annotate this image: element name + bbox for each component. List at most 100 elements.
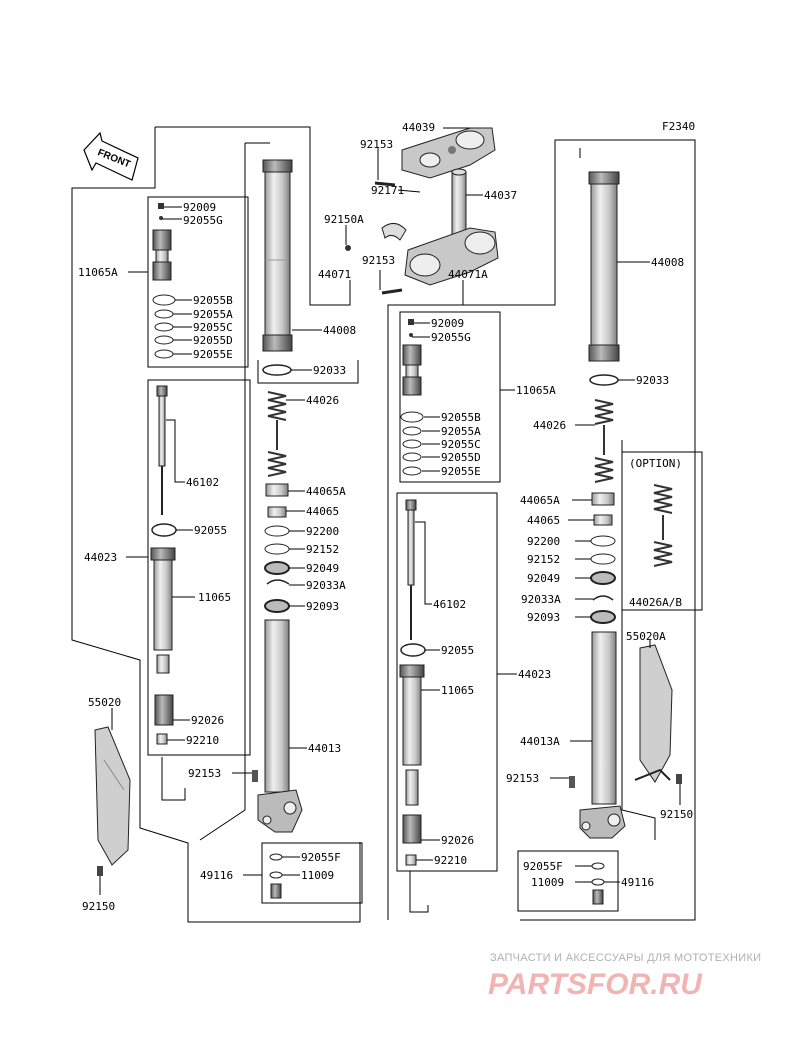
label-left-44065: 44065 [306, 505, 339, 518]
label-right-49116: 49116 [621, 876, 654, 889]
label-left-11065: 11065 [198, 591, 231, 604]
left-cartridge-top [152, 203, 172, 281]
right-outer-tube [588, 171, 620, 362]
label-left-92055d: 92055D [193, 334, 233, 347]
label-left-11065a: 11065A [78, 266, 118, 279]
left-outer-tube [262, 159, 293, 352]
option-spring [653, 484, 673, 567]
label-right-11009: 11009 [531, 876, 564, 889]
right-bottom-bolt [591, 862, 605, 905]
label-left-92055a: 92055A [193, 308, 233, 321]
label-left-92055e: 92055E [193, 348, 233, 361]
label-right-92055c: 92055C [441, 438, 481, 451]
steering-stem [451, 168, 467, 243]
label-left-44008: 44008 [323, 324, 356, 337]
right-fork-guard [634, 644, 682, 784]
label-right-92055: 92055 [441, 644, 474, 657]
label-right-92055b: 92055B [441, 411, 481, 424]
label-right-92200: 92200 [527, 535, 560, 548]
label-left-92055b: 92055B [193, 294, 233, 307]
label-left-92152: 92152 [306, 543, 339, 556]
right-inner-tube [569, 631, 626, 839]
label-left-49116: 49116 [200, 869, 233, 882]
left-fork-guard [94, 726, 131, 876]
label-right-92026: 92026 [441, 834, 474, 847]
label-92153-clamp-bottom: 92153 [362, 254, 395, 267]
label-left-92150: 92150 [82, 900, 115, 913]
watermark: ЗАПЧАСТИ И АКСЕССУАРЫ ДЛЯ МОТОТЕХНИКИ PA… [488, 952, 761, 1001]
label-right-44008: 44008 [651, 256, 684, 269]
label-92153-clamp-top: 92153 [360, 138, 393, 151]
label-right-44023: 44023 [518, 668, 551, 681]
label-right-92055d: 92055D [441, 451, 481, 464]
label-44037: 44037 [484, 189, 517, 202]
right-cartridge-top [402, 319, 422, 396]
label-right-11065: 11065 [441, 684, 474, 697]
label-92171: 92171 [371, 184, 404, 197]
label-44071: 44071 [318, 268, 351, 281]
watermark-caption: ЗАПЧАСТИ И АКСЕССУАРЫ ДЛЯ МОТОТЕХНИКИ [490, 952, 761, 964]
left-inner-tube [252, 619, 303, 833]
label-92150a: 92150A [324, 213, 364, 226]
right-cartridge-rod [399, 499, 426, 866]
label-left-92200: 92200 [306, 525, 339, 538]
label-left-44026: 44026 [306, 394, 339, 407]
label-left-46102: 46102 [186, 476, 219, 489]
label-right-44065a: 44065A [520, 494, 560, 507]
label-right-92033: 92033 [636, 374, 669, 387]
label-left-92049: 92049 [306, 562, 339, 575]
label-left-92009: 92009 [183, 201, 216, 214]
label-right-92055f: 92055F [523, 860, 563, 873]
label-left-92055f: 92055F [301, 851, 341, 864]
label-left-44013: 44013 [308, 742, 341, 755]
right-fork-spring [594, 399, 614, 483]
label-right-92055a: 92055A [441, 425, 481, 438]
leader-lines [99, 127, 681, 895]
label-right-92093: 92093 [527, 611, 560, 624]
group-boundaries [71, 126, 703, 923]
label-right-92009: 92009 [431, 317, 464, 330]
right-oil-seal-ring [589, 374, 619, 386]
label-left-92026: 92026 [191, 714, 224, 727]
label-right-92210: 92210 [434, 854, 467, 867]
lower-triple-clamp [404, 227, 499, 286]
label-right-92033a: 92033A [521, 593, 561, 606]
left-bottom-bolt [269, 853, 283, 899]
label-right-44026ab: 44026A/B [629, 596, 682, 609]
diagram-code: F2340 [662, 120, 695, 133]
left-oil-seal-ring [262, 364, 292, 376]
label-44071a: 44071A [448, 268, 488, 281]
left-orings-a [152, 294, 176, 359]
label-44039: 44039 [402, 121, 435, 134]
label-right-92049: 92049 [527, 572, 560, 585]
label-left-44065a: 44065A [306, 485, 346, 498]
label-left-92153: 92153 [188, 767, 221, 780]
label-left-92055: 92055 [194, 524, 227, 537]
upper-triple-clamp [401, 127, 496, 179]
part-labels: 44039 92153 92171 44037 92150A 92153 440… [78, 121, 693, 913]
label-right-55020a: 55020A [626, 630, 666, 643]
label-right-92150: 92150 [660, 808, 693, 821]
label-left-44023: 44023 [84, 551, 117, 564]
label-left-92033a: 92033A [306, 579, 346, 592]
label-right-44065: 44065 [527, 514, 560, 527]
label-right-44026: 44026 [533, 419, 566, 432]
right-seal-stack [590, 492, 616, 624]
left-seal-stack [264, 483, 290, 613]
left-fork-spring [267, 391, 287, 477]
label-right-11065a: 11065A [516, 384, 556, 397]
label-right-44013a: 44013A [520, 735, 560, 748]
label-left-92210: 92210 [186, 734, 219, 747]
front-arrow-icon: FRONT [83, 131, 139, 181]
label-right-92055g: 92055G [431, 331, 471, 344]
label-right-92153: 92153 [506, 772, 539, 785]
label-right-92055e: 92055E [441, 465, 481, 478]
label-left-11009: 11009 [301, 869, 334, 882]
right-orings-a [400, 411, 424, 476]
label-option: (OPTION) [629, 457, 682, 470]
left-cartridge-rod [150, 385, 177, 745]
label-left-92033: 92033 [313, 364, 346, 377]
watermark-brand: PARTSFOR.RU [488, 968, 703, 1001]
label-left-92055g: 92055G [183, 214, 223, 227]
clamp-bolts [345, 181, 407, 295]
